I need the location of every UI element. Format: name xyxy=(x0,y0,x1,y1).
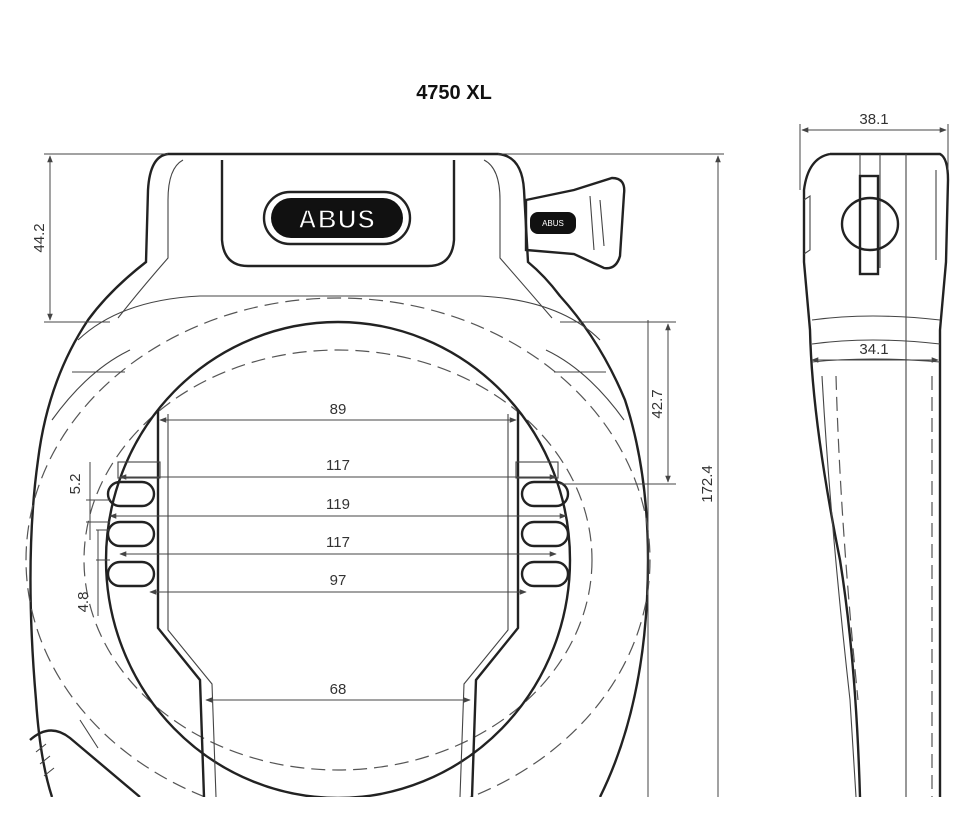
drawing-title: 4750 XL xyxy=(416,82,492,104)
right-slot-2 xyxy=(520,520,570,548)
dim-width-119: 119 xyxy=(326,496,350,513)
right-slot-1 xyxy=(520,480,570,508)
logo-badge xyxy=(271,198,403,238)
logo-plate xyxy=(220,160,456,268)
front-view: ABUS ABUS xyxy=(25,152,651,797)
dim-width-97: 97 xyxy=(330,572,347,589)
right-slot-3 xyxy=(520,560,570,588)
right-frame-bracket xyxy=(470,410,520,797)
side-view xyxy=(802,152,950,797)
dim-width-68: 68 xyxy=(330,681,347,698)
dim-side-lower-width: 34.1 xyxy=(859,341,888,358)
dim-width-117-bottom: 117 xyxy=(326,534,350,551)
dim-width-89: 89 xyxy=(330,401,347,418)
dim-total-height: 172.4 xyxy=(699,465,716,503)
dim-slot-4-8: 4.8 xyxy=(75,592,92,613)
dim-slot-5-2: 5.2 xyxy=(67,474,84,495)
dim-height-top: 44.2 xyxy=(31,223,48,252)
left-frame-bracket xyxy=(156,410,206,797)
ring-inner-opening xyxy=(104,320,572,797)
key-icon: ABUS xyxy=(524,176,626,270)
side-keyhole xyxy=(840,196,900,252)
left-slot-3 xyxy=(106,560,156,588)
side-body-outline xyxy=(802,152,950,797)
dim-side-width: 38.1 xyxy=(859,111,888,128)
brand-logo-text: ABUS xyxy=(298,204,376,234)
dimension-lines: 44.2 172.4 42.7 89 117 119 117 97 68 5.2… xyxy=(31,153,724,797)
dim-inner-depth: 42.7 xyxy=(649,389,666,418)
dim-width-117-top: 117 xyxy=(326,457,350,474)
left-slot-1 xyxy=(106,480,156,508)
logo-badge-outer xyxy=(262,190,412,246)
latch-detail xyxy=(29,729,141,797)
ring-outline xyxy=(77,295,601,341)
ring-dashed-inner xyxy=(83,349,593,771)
side-key xyxy=(858,174,880,276)
left-slot-2 xyxy=(106,520,156,548)
side-dimensions: 38.1 34.1 xyxy=(799,111,949,363)
svg-text:ABUS: ABUS xyxy=(542,219,564,228)
ring-dashed-outer xyxy=(25,297,651,797)
